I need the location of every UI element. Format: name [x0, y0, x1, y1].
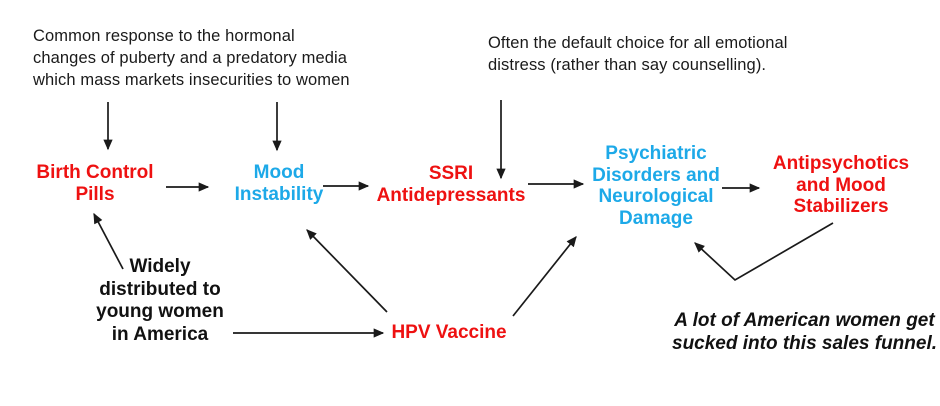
sales-funnel-note-line: A lot of American women get: [674, 310, 935, 331]
node-label-line: Neurological: [598, 186, 714, 207]
node-ssri-antidepressants: SSRI Antidepressants: [366, 163, 536, 206]
puberty-note-line: Common response to the hormonal: [33, 27, 295, 45]
sales-funnel-note-line: sucked into this sales funnel.: [672, 332, 938, 354]
node-label-line: HPV Vaccine: [391, 322, 507, 343]
sales-funnel-note: A lot of American women get sucked into …: [672, 310, 937, 355]
node-label-line: Psychiatric: [605, 143, 707, 164]
arrow-hpv-to-psychiatric: [512, 236, 577, 317]
node-psychiatric-disorders: Psychiatric Disorders and Neurological D…: [581, 143, 731, 229]
node-label-line: Mood: [253, 162, 305, 183]
distribution-note-line: in America: [111, 323, 209, 345]
arrow-antipsychotics-to-psychiatric: [694, 222, 834, 282]
node-hpv-vaccine: HPV Vaccine: [374, 322, 524, 344]
distribution-note-line: young women: [96, 301, 224, 322]
node-label-line: Damage: [619, 207, 693, 229]
default-choice-note-line: distress (rather than say counselling).: [488, 56, 767, 74]
node-label-line: Stabilizers: [793, 196, 889, 217]
puberty-note-line: which mass markets insecurities to women: [33, 71, 350, 89]
puberty-note: Common response to the hormonal changes …: [33, 25, 350, 91]
node-antipsychotics-mood-stabilizers: Antipsychotics and Mood Stabilizers: [766, 153, 916, 218]
node-label-line: Instability: [234, 183, 324, 205]
default-choice-note: Often the default choice for all emotion…: [488, 32, 788, 76]
default-choice-note-line: Often the default choice for all emotion…: [488, 34, 788, 52]
node-label-line: Pills: [75, 183, 115, 205]
node-label-line: Disorders and: [592, 164, 720, 186]
node-label-line: Antipsychotics: [772, 153, 910, 174]
node-mood-instability: Mood Instability: [204, 162, 354, 205]
arrow-hpv-to-mood: [306, 229, 388, 313]
distribution-note-line: Widely: [129, 256, 191, 277]
node-label-line: SSRI: [428, 163, 474, 184]
puberty-note-line: changes of puberty and a predatory media: [33, 49, 348, 67]
arrow-distribution-to-birth-control: [93, 212, 124, 270]
node-birth-control-pills: Birth Control Pills: [20, 162, 170, 205]
distribution-note-line: distributed to: [99, 278, 221, 300]
node-label-line: and Mood: [796, 174, 886, 196]
distribution-note: Widely distributed to young women in Ame…: [85, 256, 235, 346]
node-label-line: Birth Control: [36, 162, 154, 183]
node-label-line: Antidepressants: [376, 184, 526, 206]
